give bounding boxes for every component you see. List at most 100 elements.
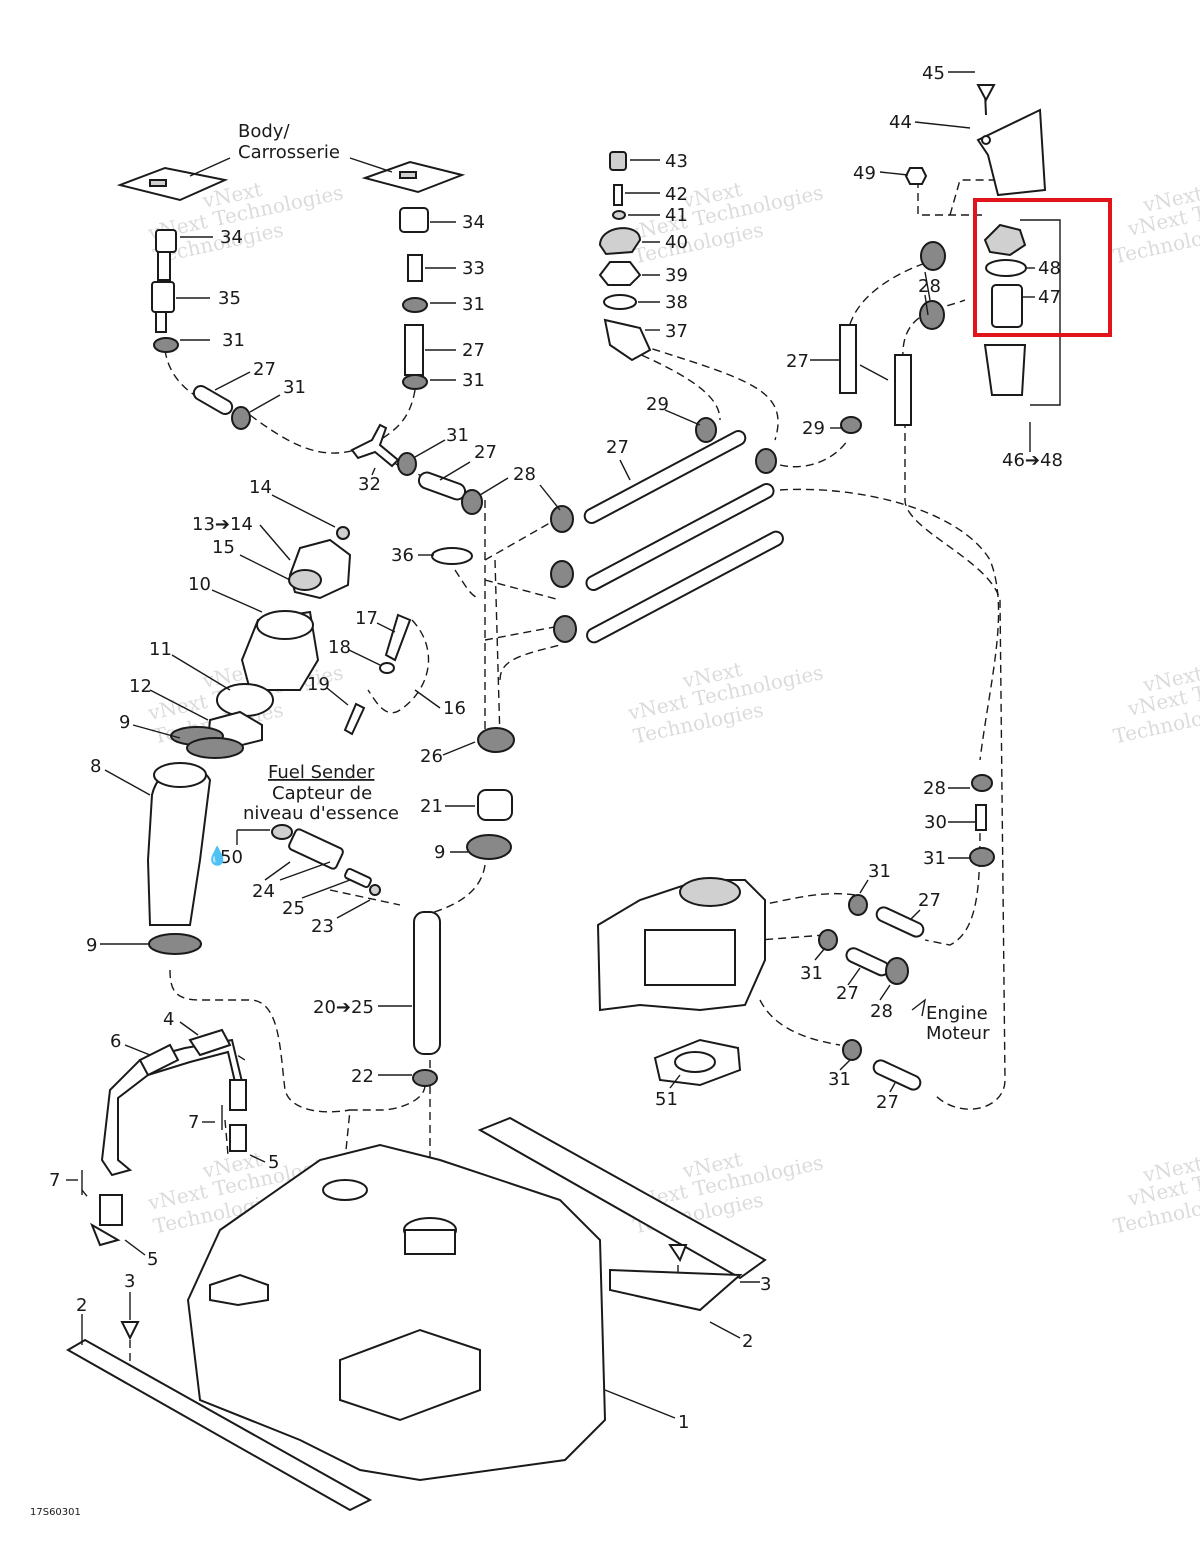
- callout-31: 31: [446, 425, 469, 446]
- niveau-caption: niveau d'essence: [243, 803, 399, 824]
- moteur-caption: Moteur: [926, 1023, 990, 1044]
- callout-40: 40: [665, 232, 688, 253]
- carrosserie-caption: Carrosserie: [238, 142, 340, 163]
- callout-3: 3: [760, 1274, 771, 1295]
- callout-50: 50: [220, 847, 243, 868]
- callout-1: 1: [678, 1412, 689, 1433]
- callout-43: 43: [665, 151, 688, 172]
- callout-5: 5: [147, 1249, 158, 1270]
- callout-7: 7: [49, 1170, 60, 1191]
- body-caption: Body/: [238, 121, 290, 142]
- callout-31: 31: [828, 1069, 851, 1090]
- callout-9: 9: [119, 712, 130, 733]
- tee-fitting-assembly: [350, 423, 483, 515]
- left-vent-assembly: [151, 229, 251, 430]
- callout-30: 30: [924, 812, 947, 833]
- callout-19: 19: [307, 674, 330, 695]
- callout-38: 38: [665, 292, 688, 313]
- carburetor-assembly: Engine Moteur: [596, 774, 995, 1091]
- callouts: 45 44 49 48 47 46➔48 43 42 41 40 39 38 3…: [49, 63, 1063, 1433]
- callout-10: 10: [188, 574, 211, 595]
- callout-39: 39: [665, 265, 688, 286]
- callout-8: 8: [90, 756, 101, 777]
- callout-45: 45: [922, 63, 945, 84]
- callout-20-25: 20➔25: [313, 997, 374, 1018]
- callout-36: 36: [391, 545, 414, 566]
- callout-42: 42: [665, 184, 688, 205]
- callout-7: 7: [188, 1112, 199, 1133]
- callout-27: 27: [462, 340, 485, 361]
- fuel-sender-caption: Fuel Sender: [268, 762, 375, 783]
- callout-15: 15: [212, 537, 235, 558]
- callout-35: 35: [218, 288, 241, 309]
- fuel-hoses: [550, 417, 784, 644]
- callout-11: 11: [149, 639, 172, 660]
- callout-5: 5: [268, 1152, 279, 1173]
- callout-27: 27: [918, 890, 941, 911]
- right-vent-assembly: [399, 207, 429, 390]
- callout-34-left: 34: [220, 227, 243, 248]
- callout-27: 27: [876, 1092, 899, 1113]
- callout-29: 29: [646, 394, 669, 415]
- callout-47: 47: [1038, 287, 1061, 308]
- callout-23: 23: [311, 916, 334, 937]
- callout-41: 41: [665, 205, 688, 226]
- callout-32: 32: [358, 474, 381, 495]
- callout-28: 28: [918, 276, 941, 297]
- callout-49: 49: [853, 163, 876, 184]
- callout-13-14: 13➔14: [192, 514, 253, 535]
- callout-21: 21: [420, 796, 443, 817]
- callout-27: 27: [253, 359, 276, 380]
- callout-51: 51: [655, 1089, 678, 1110]
- assembly-paths: [81, 179, 1006, 1365]
- callout-28: 28: [923, 778, 946, 799]
- callout-3: 3: [124, 1271, 135, 1292]
- callout-31: 31: [462, 370, 485, 391]
- leader-lines: [66, 71, 1035, 1419]
- callout-37: 37: [665, 321, 688, 342]
- callout-46-48: 46➔48: [1002, 450, 1063, 471]
- callout-4: 4: [163, 1009, 174, 1030]
- callout-28: 28: [513, 464, 536, 485]
- oil-drop-icon: 💧: [206, 845, 228, 867]
- callout-29: 29: [802, 418, 825, 439]
- callout-2: 2: [742, 1331, 753, 1352]
- callout-9: 9: [434, 842, 445, 863]
- drawing-code: 17S60301: [30, 1507, 81, 1518]
- callout-31: 31: [800, 963, 823, 984]
- callout-9: 9: [86, 935, 97, 956]
- capteur-caption: Capteur de: [272, 783, 372, 804]
- callout-24: 24: [252, 881, 275, 902]
- callout-33: 33: [462, 258, 485, 279]
- straps-brackets: [81, 1028, 247, 1247]
- fuel-valve-stack: [598, 151, 652, 362]
- callout-14: 14: [249, 477, 272, 498]
- callout-31: 31: [222, 330, 245, 351]
- callout-44: 44: [889, 112, 912, 133]
- callout-16: 16: [443, 698, 466, 719]
- engine-caption: Engine: [926, 1003, 988, 1024]
- fuel-filter-group: [839, 84, 1061, 434]
- callout-31: 31: [462, 294, 485, 315]
- callout-27: 27: [606, 437, 629, 458]
- callout-6: 6: [110, 1031, 121, 1052]
- fuel-tank: [66, 1116, 767, 1512]
- filler-neck-assembly: [146, 526, 352, 955]
- callout-31: 31: [283, 377, 306, 398]
- callout-17: 17: [355, 608, 378, 629]
- callout-12: 12: [129, 676, 152, 697]
- highlight-box: [973, 198, 1112, 337]
- callout-27: 27: [786, 351, 809, 372]
- callout-25: 25: [282, 898, 305, 919]
- callout-22: 22: [351, 1066, 374, 1087]
- body-plates: Body/ Carrosserie: [116, 121, 466, 202]
- callout-27: 27: [474, 442, 497, 463]
- callout-28: 28: [870, 1001, 893, 1022]
- callout-34-right: 34: [462, 212, 485, 233]
- callout-27: 27: [836, 983, 859, 1004]
- callout-31: 31: [923, 848, 946, 869]
- callout-26: 26: [420, 746, 443, 767]
- fuel-sender-assembly: Fuel Sender Capteur de niveau d'essence: [243, 727, 515, 1087]
- callout-48: 48: [1038, 258, 1061, 279]
